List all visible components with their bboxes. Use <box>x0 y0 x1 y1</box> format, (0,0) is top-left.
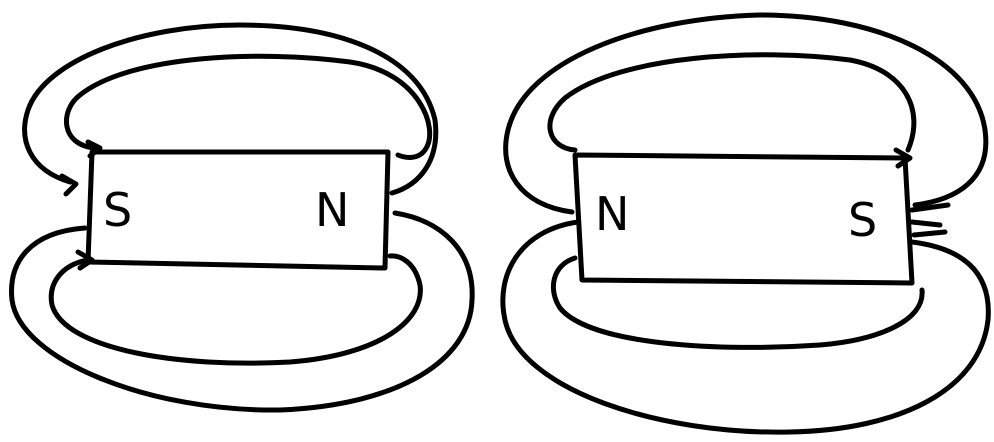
arrow-stroke-3 <box>914 232 945 235</box>
arrow-head-2 <box>62 176 76 194</box>
arrow-stroke-2 <box>912 222 940 225</box>
magnet-1-right-pole: N <box>315 183 349 237</box>
field-line-inner-bottom <box>553 258 922 347</box>
magnet-1-group: S N <box>12 25 473 410</box>
field-line-outer-bottom <box>503 222 988 432</box>
field-line-inner-bottom <box>51 256 420 363</box>
field-line-outer-top <box>25 25 436 193</box>
field-line-inner-top <box>550 55 914 150</box>
magnet-2-group: N S <box>503 15 988 432</box>
magnet-1-left-pole: S <box>103 183 132 237</box>
field-line-inner-top <box>66 56 429 157</box>
field-line-outer-bottom <box>12 213 473 410</box>
magnet-2-right-pole: S <box>848 193 877 247</box>
magnet-2-left-pole: N <box>595 187 629 241</box>
